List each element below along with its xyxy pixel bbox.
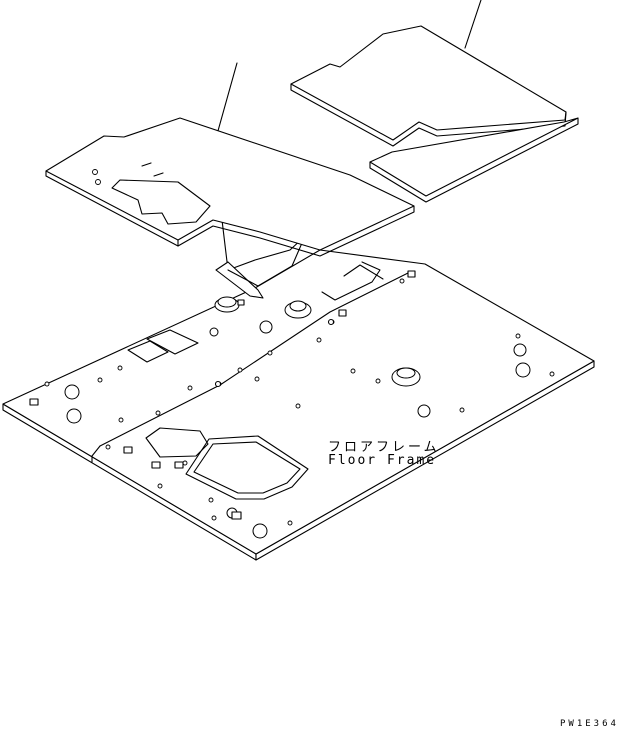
- access-opening: [185, 435, 309, 500]
- inspection-cover: [145, 427, 209, 458]
- drawing-code: PW1E364: [560, 719, 619, 729]
- bracket-plates: [127, 329, 199, 363]
- leader-line-mat-left: [215, 62, 238, 139]
- floor-frame-label-en: Floor Frame: [328, 453, 437, 468]
- floor-frame-label-jp: フロアフレーム: [328, 440, 440, 455]
- floor-mat-left: [45, 117, 415, 257]
- bolt-clips: [29, 270, 416, 520]
- floor-mat-right: [290, 25, 567, 147]
- mounting-bosses: [214, 296, 421, 387]
- leader-line-mat-right: [464, 0, 482, 49]
- plate-holes: [64, 320, 531, 539]
- bolt-holes: [44, 278, 555, 526]
- floor-mat-strip: [369, 117, 579, 203]
